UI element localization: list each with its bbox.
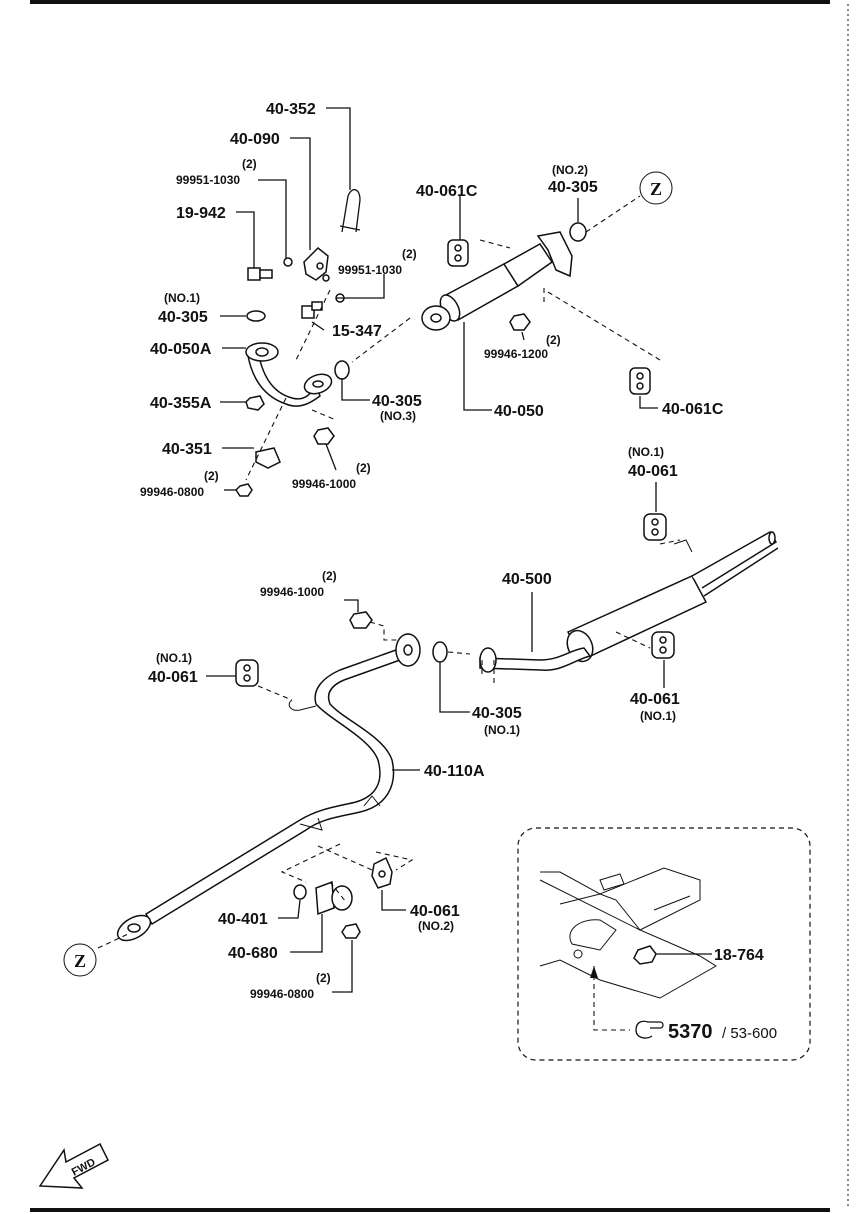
bottom-rule — [30, 1208, 830, 1212]
part-label-q-99946-0800-bot: (2) — [316, 971, 331, 985]
part-label-p40-050a: 40-050A — [150, 341, 212, 358]
part-label-q-40-061-no1-top: (NO.1) — [628, 445, 664, 459]
part-label-q-99946-1200: (2) — [546, 333, 561, 347]
part-label-p99946-1200: 99946-1200 — [484, 347, 548, 361]
part-label-p40-500: 40-500 — [502, 571, 552, 588]
part-label-p40-305-no1-top: 40-305 — [158, 309, 208, 326]
nut-99946-1000-mid — [349, 611, 373, 629]
part-label-p40-680: 40-680 — [228, 945, 278, 962]
part-label-p19-942: 19-942 — [176, 205, 226, 222]
part-label-p40-305-no3: 40-305 — [372, 393, 422, 410]
part-label-p40-061-no2: 40-061 — [410, 903, 460, 920]
hanger-40-061C-right — [629, 367, 651, 395]
part-label-p40-355a: 40-355A — [150, 395, 212, 412]
part-label-p99951-1030-top: 99951-1030 — [176, 173, 240, 187]
z-marker-top: Z — [639, 171, 673, 205]
part-label-ref-sub: / 53-600 — [722, 1025, 777, 1042]
pointing-hand-icon — [635, 1020, 664, 1039]
part-label-q-40-305-no3: (NO.3) — [380, 409, 416, 423]
gasket-40-305-no1-mid — [432, 641, 448, 663]
part-label-q-40-305-no2: (NO.2) — [552, 163, 588, 177]
bolt-15-347 — [301, 301, 323, 319]
nut-99946-0800-bot — [341, 923, 361, 939]
part-label-q-40-061-no1-right: (NO.1) — [640, 709, 676, 723]
hanger-40-061-no2 — [371, 856, 393, 889]
hanger-40-061-no1-left — [235, 659, 259, 687]
part-label-p99946-0800-top: 99946-0800 — [140, 485, 204, 499]
part-label-z-bottom: Z — [74, 951, 86, 971]
part-label-q-40-061-no2: (NO.2) — [418, 919, 454, 933]
part-label-q-99951-1030-mid: (2) — [402, 247, 417, 261]
part-label-p15-347: 15-347 — [332, 323, 382, 340]
part-label-p40-352: 40-352 — [266, 101, 316, 118]
hanger-40-061-no1-right — [651, 631, 675, 659]
part-label-p40-050: 40-050 — [494, 403, 544, 420]
part-label-p99946-1000-mid: 99946-1000 — [260, 585, 324, 599]
part-label-p40-061-no1-top: 40-061 — [628, 463, 678, 480]
nut-99946-0800-top — [235, 483, 253, 497]
bracket-40-351 — [255, 447, 281, 469]
nut-18-764 — [633, 945, 657, 965]
part-label-p99946-1000-top: 99946-1000 — [292, 477, 356, 491]
part-label-p40-090: 40-090 — [230, 131, 280, 148]
inset-detail: 18-764 5370 / 53-600 — [517, 827, 811, 1061]
part-label-q-99946-1000-mid: (2) — [322, 569, 337, 583]
part-label-p40-061-no1-left: 40-061 — [148, 669, 198, 686]
gasket-40-305-no1-top — [246, 310, 266, 322]
converter-40-050 — [421, 231, 573, 331]
part-label-p40-061c-right: 40-061C — [662, 401, 724, 418]
part-label-p40-351: 40-351 — [162, 441, 212, 458]
bolt-19-942 — [247, 267, 273, 281]
hanger-40-061-no1-top — [643, 513, 667, 541]
part-label-p99946-0800-bot: 99946-0800 — [250, 987, 314, 1001]
part-label-q-99946-1000-top: (2) — [356, 461, 371, 475]
nut-99946-1200 — [509, 313, 531, 331]
part-label-p40-401: 40-401 — [218, 911, 268, 928]
hanger-40-061C-top — [447, 239, 469, 267]
gasket-40-305-no2 — [569, 222, 587, 242]
part-label-p40-305-no2: 40-305 — [548, 179, 598, 196]
washer-99951-1030-top — [283, 257, 293, 267]
washer-40-401 — [293, 884, 307, 900]
part-label-p99951-1030-mid: 99951-1030 — [338, 263, 402, 277]
part-label-q-40-061-no1-left: (NO.1) — [156, 651, 192, 665]
fwd-arrow-icon: FWD — [38, 1142, 109, 1189]
front-pipe-40-050A — [245, 342, 333, 407]
nut-40-355A — [245, 395, 265, 411]
bracket-40-680 — [315, 880, 353, 916]
nut-99946-1000-top — [313, 427, 335, 445]
part-label-p40-061c-top: 40-061C — [416, 183, 478, 200]
part-label-ref-main: 5370 — [668, 1021, 713, 1043]
u-bolt-40-352 — [339, 189, 361, 233]
intermediate-pipe-40-110A — [116, 633, 421, 942]
bracket-40-090 — [303, 246, 330, 282]
part-label-q-99946-0800-top: (2) — [204, 469, 219, 483]
part-label-p40-110a: 40-110A — [424, 763, 485, 780]
gasket-40-305-no3 — [334, 360, 350, 380]
part-label-p40-305-no1-mid: 40-305 — [472, 705, 522, 722]
part-label-p40-061-no1-right: 40-061 — [630, 691, 680, 708]
part-label-q-40-305-no1-top: (NO.1) — [164, 291, 200, 305]
z-marker-bottom: Z — [63, 943, 97, 977]
lower-leaders — [97, 482, 681, 993]
part-label-z-top: Z — [650, 179, 662, 199]
muffler-40-500 — [479, 530, 779, 673]
part-label-p18-764: 18-764 — [714, 947, 764, 964]
upper-leaders — [220, 107, 661, 491]
part-label-q-40-305-no1-mid: (NO.1) — [484, 723, 520, 737]
part-label-q-99951-1030-top: (2) — [242, 157, 257, 171]
top-rule — [30, 0, 830, 4]
